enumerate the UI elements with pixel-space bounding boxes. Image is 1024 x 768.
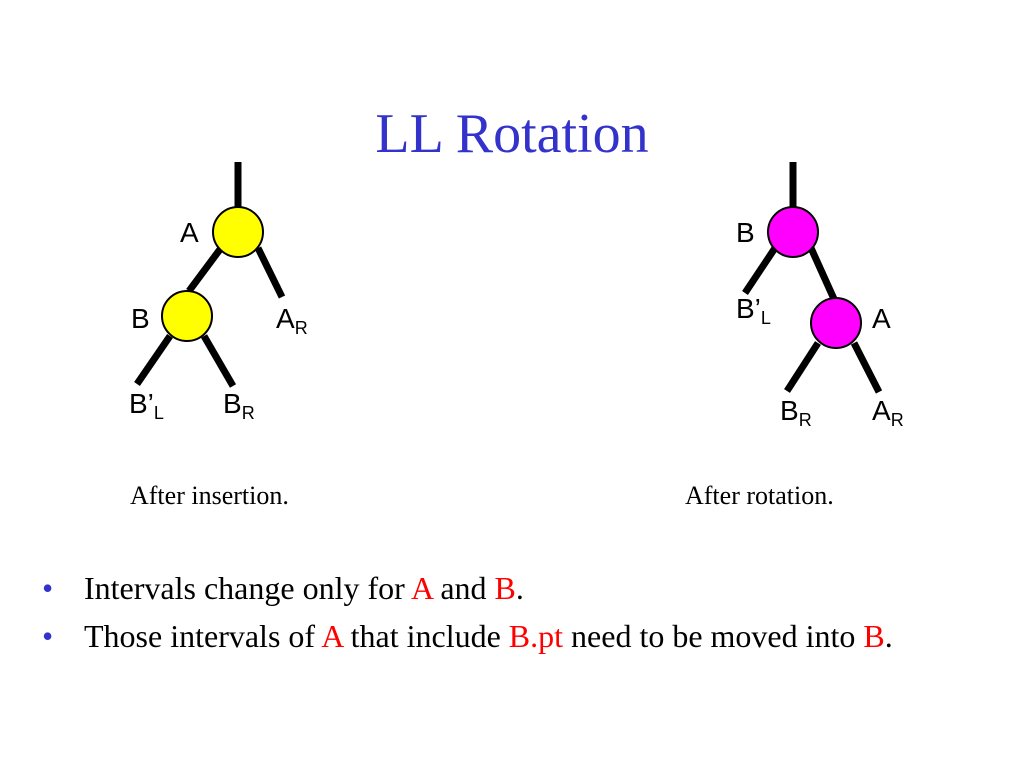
bullet-text: Those intervals of <box>84 618 322 654</box>
rotation-diagram: A B AR B’L BR B A B’L BR AR <box>129 162 904 430</box>
bullet-item: •Those intervals of A that include B.pt … <box>42 616 942 656</box>
edge-b-to-br <box>200 334 237 388</box>
node-b <box>767 206 819 258</box>
label-a: A <box>872 303 891 334</box>
bullet-list: • Intervals change only for A and B. • Thos… <box>42 568 942 664</box>
bullet-text: and <box>432 570 495 606</box>
label-b: B <box>736 217 755 248</box>
bullet-text: . <box>515 570 524 606</box>
edge-b-to-a <box>807 246 838 301</box>
caption-after-rotation: After rotation. <box>685 481 834 510</box>
label-ar: AR <box>872 395 904 430</box>
node-a <box>810 297 862 349</box>
tree-after-insertion: A B AR B’L BR <box>129 162 308 423</box>
bullet-text: Intervals change only for <box>84 570 411 606</box>
edge-a-to-br <box>784 341 821 393</box>
highlight-text: B.pt <box>508 618 564 654</box>
edge-a-to-ar <box>850 341 883 394</box>
caption-after-insertion: After insertion. <box>130 481 289 510</box>
label-ar: AR <box>276 303 308 338</box>
label-bl: B’L <box>129 388 164 423</box>
bullet-text: need to be moved into <box>563 618 864 654</box>
highlight-text: A <box>321 618 343 654</box>
tree-after-rotation: B A B’L BR AR <box>736 162 904 430</box>
bullet-marker: • <box>42 618 54 654</box>
edge-b-to-bl <box>134 334 173 386</box>
edge-a-to-ar <box>254 246 286 299</box>
bullet-item: • Intervals change only for A and B. <box>42 568 942 608</box>
label-br: BR <box>780 395 812 430</box>
label-b: B <box>131 303 150 334</box>
edge-a-to-b <box>186 245 224 294</box>
node-b <box>161 290 213 342</box>
highlight-text: B <box>494 570 516 606</box>
highlight-text: B <box>863 618 885 654</box>
label-br: BR <box>223 388 255 423</box>
highlight-text: A <box>411 570 433 606</box>
slide-title: LL Rotation <box>375 103 649 165</box>
edge-b-to-bl <box>742 246 778 295</box>
bullet-text: that include <box>342 618 509 654</box>
node-a <box>212 206 264 258</box>
label-bl: B’L <box>736 293 771 328</box>
label-a: A <box>180 217 199 248</box>
bullet-marker: • <box>42 570 54 606</box>
bullet-text: . <box>884 618 893 654</box>
